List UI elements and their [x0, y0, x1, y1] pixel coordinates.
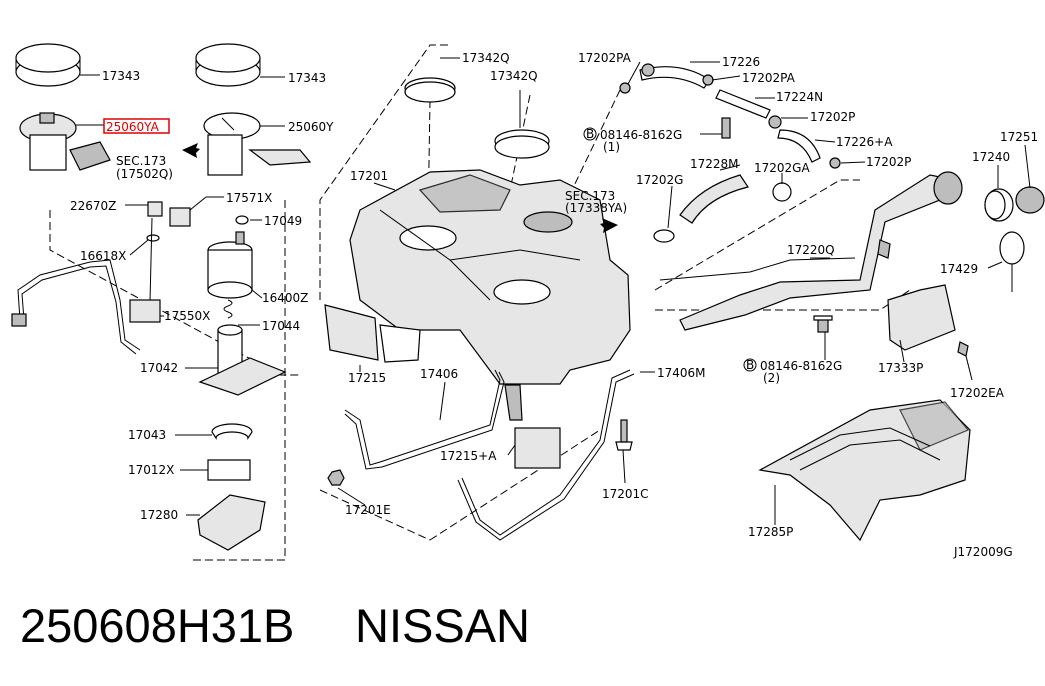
- bracket-17215a: [504, 384, 561, 469]
- label-16618x: 16618X: [80, 249, 126, 263]
- label-17044: 17044: [262, 319, 300, 333]
- label-22670z: 22670Z: [70, 199, 116, 213]
- label-17343-right: 17343: [288, 71, 326, 85]
- label-17049: 17049: [264, 214, 302, 228]
- label-17202ea: 17202EA: [950, 386, 1005, 400]
- label-17342q-top: 17342Q: [462, 51, 510, 65]
- hose-17226: [619, 61, 866, 169]
- label-17406m: 17406M: [657, 366, 706, 380]
- label-17550x: 17550X: [164, 309, 210, 323]
- sec-arrow-left: [182, 143, 200, 158]
- filler-hose-17228m: [653, 164, 749, 243]
- filler-tube-17220q: [659, 171, 963, 331]
- diagram-code: J172009G: [953, 545, 1013, 559]
- label-sec-173-left: SEC.173: [116, 154, 166, 168]
- pump-17042: [185, 324, 287, 396]
- lock-ring-left: [15, 43, 100, 87]
- label-17201c: 17201C: [602, 487, 649, 501]
- label-sec-173-center: SEC.173: [565, 189, 615, 203]
- label-17201: 17201: [350, 169, 388, 183]
- bolt-08146-8162g-1: [583, 117, 757, 372]
- fuel-tank-17201: [349, 169, 631, 385]
- label-17226a: 17226+A: [836, 135, 893, 149]
- label-17202g: 17202G: [636, 173, 683, 187]
- label-17215: 17215: [348, 371, 386, 385]
- filler-cap-parts: [984, 144, 1045, 292]
- bolt-symbol-2: B: [746, 358, 754, 372]
- label-17202p-mid: 17202P: [866, 155, 911, 169]
- label-17343-left: 17343: [102, 69, 140, 83]
- protector-17333p: [887, 284, 973, 381]
- label-17202ga: 17202GA: [754, 161, 810, 175]
- label-17042: 17042: [140, 361, 178, 375]
- label-17429: 17429: [940, 262, 978, 276]
- label-17215a: 17215+A: [440, 449, 497, 463]
- label-17571x: 17571X: [226, 191, 272, 205]
- label-17202pa-right: 17202PA: [742, 71, 796, 85]
- label-17342q-mid: 17342Q: [490, 69, 538, 83]
- sender-parts: [125, 196, 262, 303]
- label-17285p: 17285P: [748, 525, 793, 539]
- bracket-17215: [324, 304, 421, 372]
- label-qty-1: (1): [603, 140, 620, 154]
- label-17338ya: (17338YA): [565, 201, 627, 215]
- label-17240: 17240: [972, 150, 1010, 164]
- band-17406: [344, 369, 505, 470]
- lock-ring-right: [195, 43, 285, 87]
- heat-insulator-17285p: [758, 399, 971, 542]
- harness-17550x: [11, 259, 164, 355]
- label-17502q: (17502Q): [116, 167, 173, 181]
- label-17202pa-left: 17202PA: [578, 51, 632, 65]
- bolt-17201c: [615, 419, 633, 484]
- bolt-17201e: [327, 469, 366, 506]
- label-16400z: 16400Z: [262, 291, 308, 305]
- part-number-caption: 250608H31B: [20, 599, 295, 652]
- label-17251: 17251: [1000, 130, 1038, 144]
- reservoir-parts: [175, 423, 266, 551]
- label-08146-8162g-1: 08146-8162G: [600, 128, 682, 142]
- label-17220q: 17220Q: [787, 243, 835, 257]
- label-17333p: 17333P: [878, 361, 923, 375]
- fuel-pump-assembly-25060ya: [19, 112, 111, 171]
- label-17280: 17280: [140, 508, 178, 522]
- part-labels: 17343 17343 25060YA 25060Y SEC.173 (1750…: [70, 51, 1038, 559]
- label-17201e: 17201E: [345, 503, 391, 517]
- label-17043: 17043: [128, 428, 166, 442]
- label-qty-2: (2): [763, 371, 780, 385]
- brand-caption: NISSAN: [355, 599, 530, 652]
- label-17226: 17226: [722, 55, 760, 69]
- spring-17044: [223, 299, 260, 326]
- label-17406: 17406: [420, 367, 458, 381]
- label-25060y: 25060Y: [288, 120, 334, 134]
- highlight-box: [103, 118, 170, 134]
- band-17406m: [457, 369, 655, 541]
- fuel-filter-16400z: [207, 231, 263, 299]
- sec-arrow-center: [600, 218, 618, 233]
- label-08146-8162g-2: 08146-8162G: [760, 359, 842, 373]
- label-17012x: 17012X: [128, 463, 174, 477]
- fuel-pump-assembly-25060y: [203, 112, 312, 176]
- bolt-08146-8162g-2: [813, 315, 833, 360]
- gasket-17342q: [404, 57, 550, 159]
- label-17202p-top: 17202P: [810, 110, 855, 124]
- label-17224n: 17224N: [776, 90, 823, 104]
- label-25060ya: 25060YA: [106, 120, 160, 134]
- bolt-symbol-1: B: [586, 127, 594, 141]
- clamp-17202ga: [772, 173, 792, 202]
- label-17228m: 17228M: [690, 157, 739, 171]
